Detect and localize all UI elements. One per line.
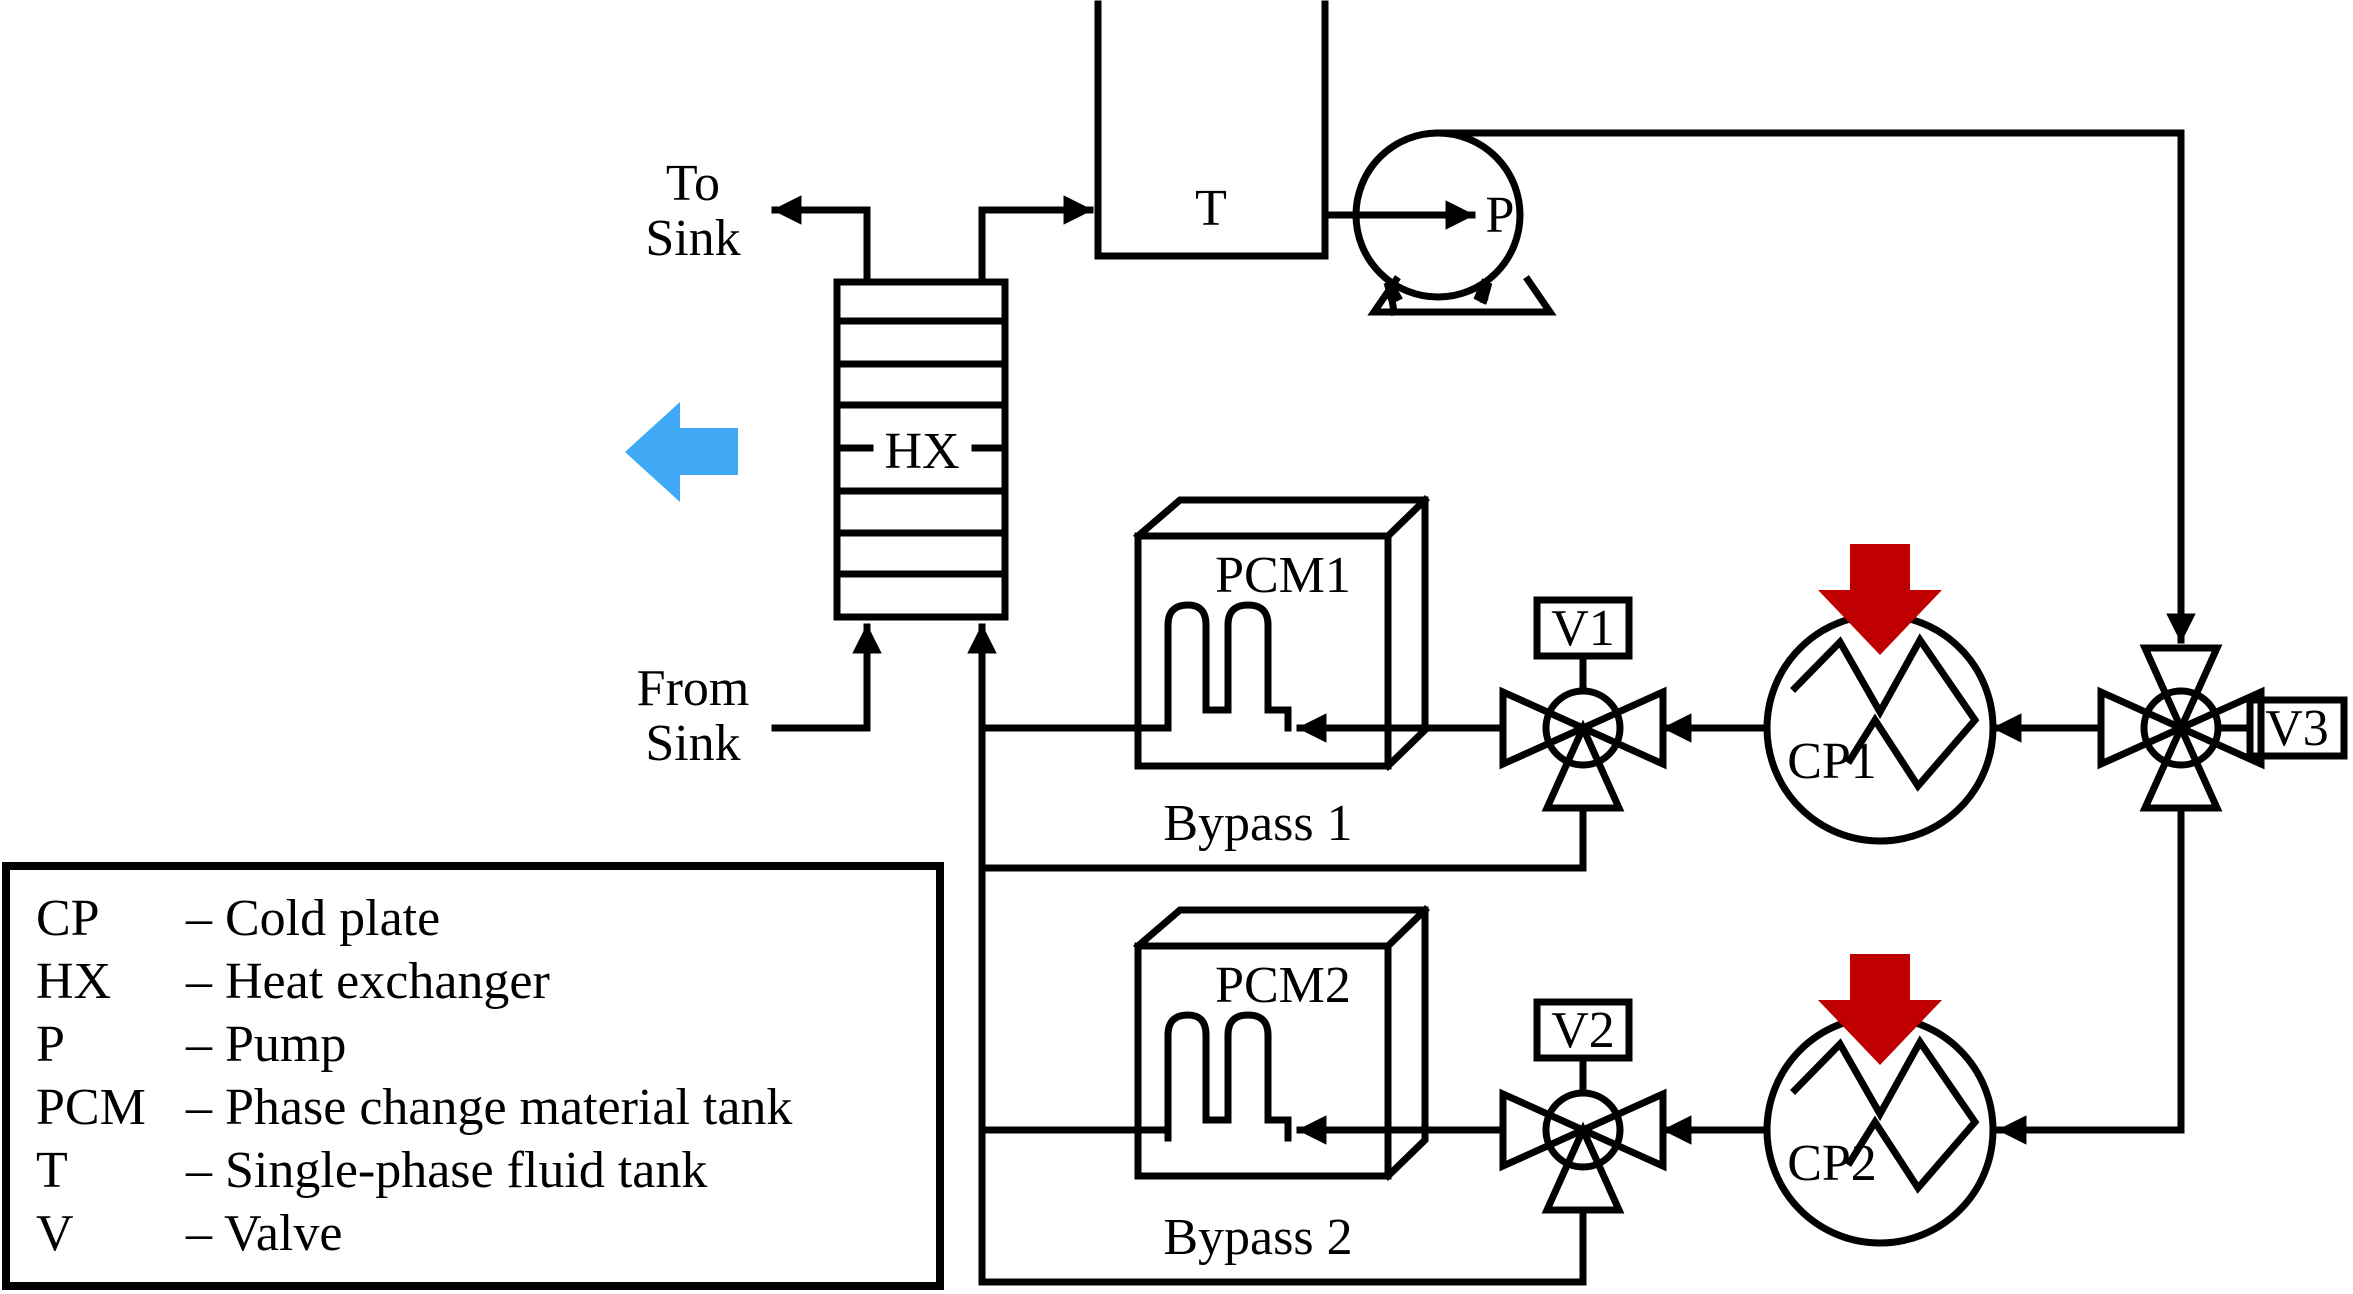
pump-base [1367, 275, 1557, 316]
legend-desc-pcm: – Phase change material tank [185, 1079, 792, 1136]
pipe-v3-to-cp2 [1996, 804, 2185, 1145]
from-sink-label-1: From [637, 660, 750, 717]
legend-abbr-cp: CP [36, 890, 100, 947]
legend: CP – Cold plate HX – Heat exchanger P – … [36, 890, 792, 1262]
pcm2-tank [1133, 905, 1430, 1181]
pipe-pump-to-v3 [1434, 129, 2196, 644]
tank-t [1094, 0, 1329, 260]
pump-label: P [1486, 187, 1515, 244]
pcm1-label: PCM1 [1215, 547, 1351, 604]
bypass1-label: Bypass 1 [1163, 795, 1352, 852]
valve-v3 [2097, 644, 2348, 812]
to-sink-label-1: To [666, 155, 720, 212]
pipe-bypass1 [978, 804, 1587, 872]
legend-abbr-v: V [36, 1205, 74, 1262]
legend-abbr-hx: HX [36, 953, 111, 1010]
v2-label: V2 [1551, 1002, 1615, 1059]
legend-abbr-t: T [36, 1142, 68, 1199]
pipe-hx-to-tank [978, 195, 1094, 286]
heat-in-arrow-cp2 [1818, 954, 1942, 1065]
legend-desc-hx: – Heat exchanger [185, 953, 550, 1010]
bypass2-label: Bypass 2 [1163, 1209, 1352, 1266]
legend-desc-v: – Valve [185, 1205, 342, 1262]
pipe-hx-to-sink [771, 195, 871, 286]
pipe-sink-to-hx [771, 623, 882, 732]
heat-out-arrow [625, 402, 738, 502]
pcm2-label: PCM2 [1215, 957, 1351, 1014]
legend-box [2, 862, 944, 1290]
hx-label: HX [884, 423, 959, 480]
heat-in-arrow-cp1 [1818, 544, 1942, 655]
v3-label: V3 [2265, 700, 2329, 757]
pipe-bypass2 [978, 1206, 1587, 1286]
heat-exchanger [833, 278, 1009, 621]
legend-desc-cp: – Cold plate [185, 890, 440, 947]
valve-v2 [1499, 998, 1667, 1214]
legend-abbr-p: P [36, 1016, 65, 1073]
legend-abbr-pcm: PCM [36, 1079, 146, 1136]
cp1-label: CP1 [1787, 733, 1877, 790]
from-sink-label-2: Sink [645, 715, 740, 772]
v1-label: V1 [1551, 600, 1615, 657]
valve-v1 [1499, 596, 1667, 812]
legend-desc-p: – Pump [185, 1016, 346, 1073]
pcm1-tank [1133, 495, 1430, 771]
cp2-label: CP2 [1787, 1135, 1877, 1192]
tank-label: T [1195, 180, 1227, 237]
legend-desc-t: – Single-phase fluid tank [185, 1142, 707, 1199]
to-sink-label-2: Sink [645, 210, 740, 267]
